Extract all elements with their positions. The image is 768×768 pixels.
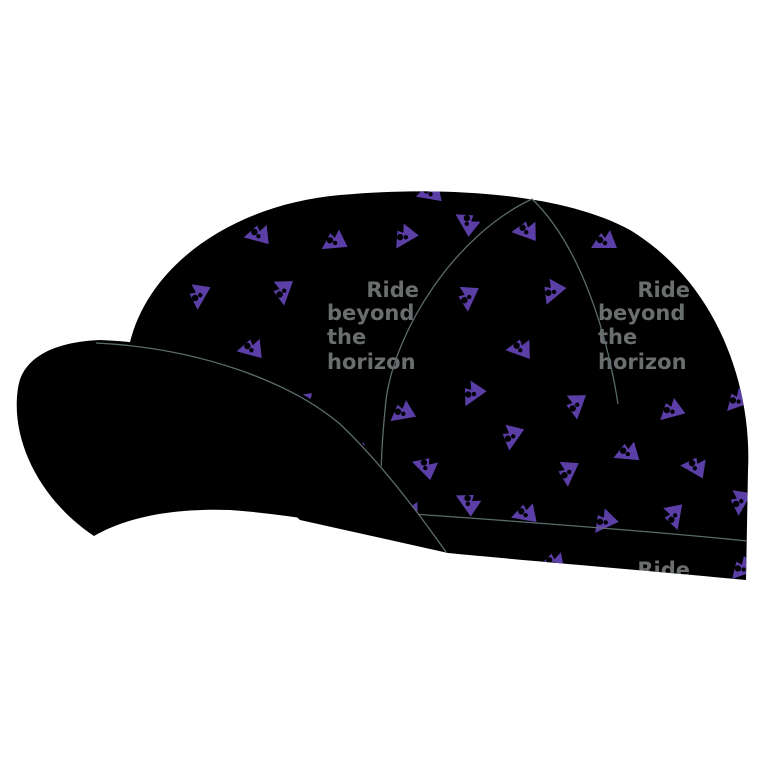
slogan-line-2: beyond (598, 301, 685, 325)
slogan-line-1: Ride (637, 558, 690, 582)
seam-center-left (380, 198, 533, 496)
slogan-line-1: Ride (637, 278, 690, 302)
slogan-line-3: the (598, 325, 637, 349)
visor-edge-stitch (95, 342, 447, 553)
slogan-block: Ride beyond the horizon (598, 278, 690, 374)
slogan-line-1: Ride (366, 278, 419, 302)
seam-center-right (531, 198, 619, 405)
panel-seams (380, 198, 748, 542)
slogan-line-3: the (327, 325, 366, 349)
slogan-line-4: horizon (327, 350, 416, 374)
cap-visor (16, 340, 447, 553)
seam-band (383, 511, 748, 542)
slogan-block: Ride (637, 558, 690, 582)
slogan-line-2: beyond (327, 301, 414, 325)
cap-visor-body (16, 340, 446, 552)
slogan-line-4: horizon (598, 350, 687, 374)
slogan-block: Ride beyond the horizon (327, 278, 419, 374)
